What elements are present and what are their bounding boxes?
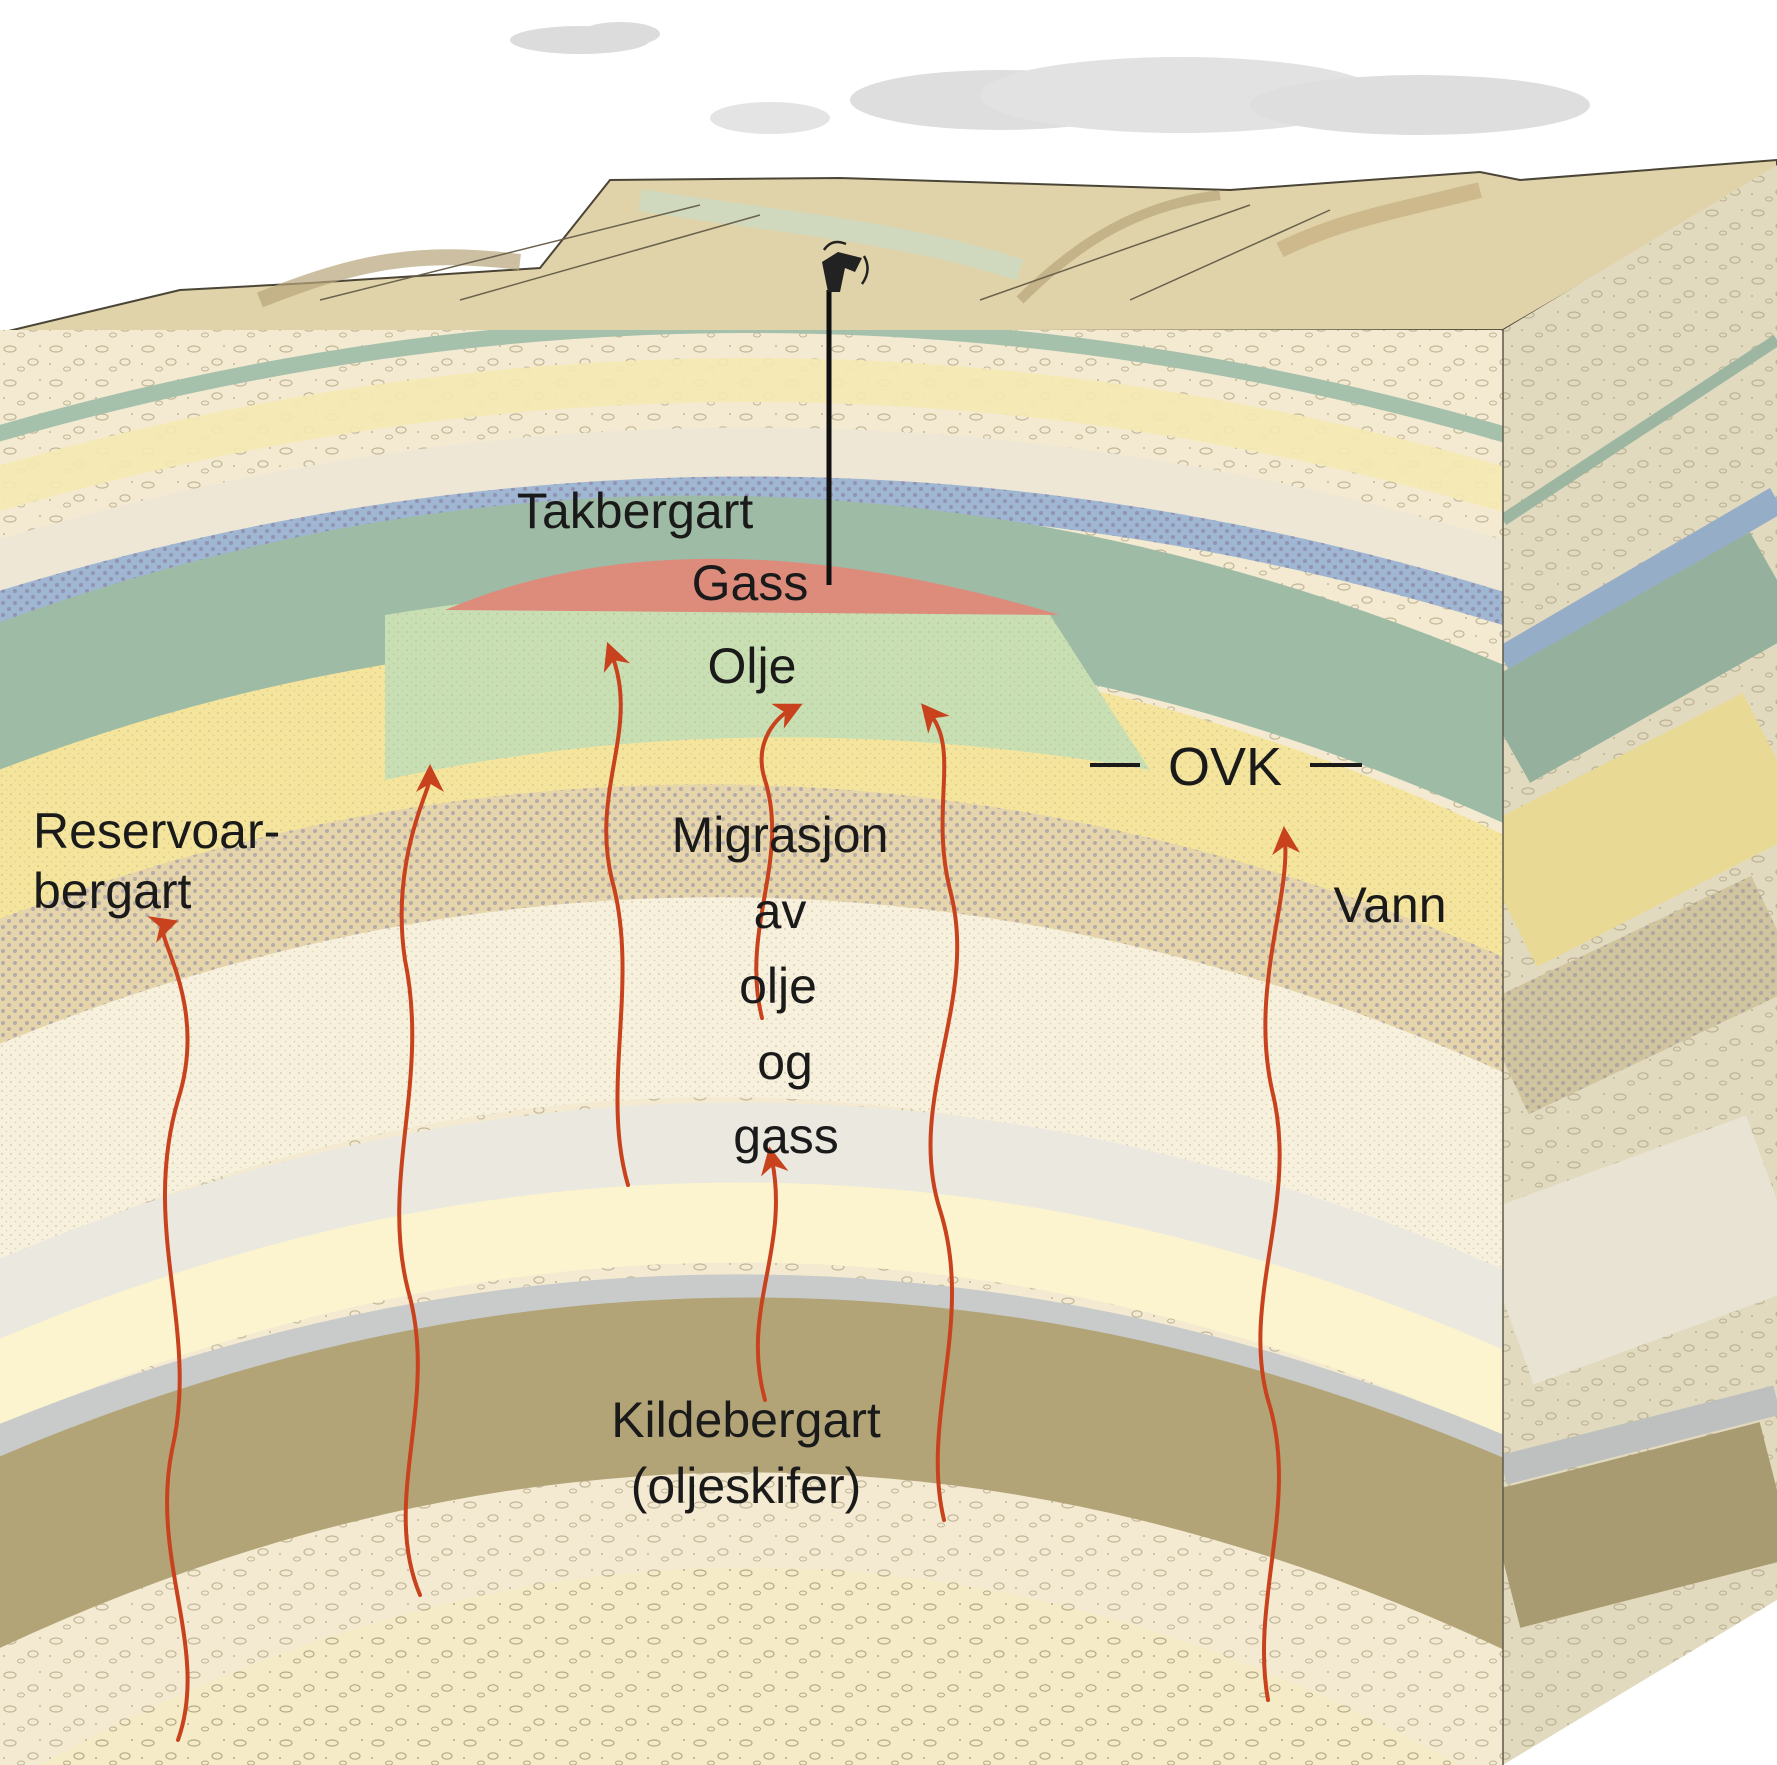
migration-arrow-icon bbox=[603, 641, 631, 1187]
migration-label-5: gass bbox=[733, 1108, 839, 1164]
migration-arrow-icon bbox=[397, 764, 444, 1597]
reservoir-label-line1: Reservoar- bbox=[33, 803, 280, 859]
migration-label-2: av bbox=[754, 883, 807, 939]
oil-well-icon bbox=[822, 240, 869, 585]
land-surface bbox=[0, 158, 1777, 334]
migration-arrow-icon bbox=[754, 703, 803, 1020]
caprock-label: Takbergart bbox=[517, 483, 753, 539]
source-label-line2: (oljeskifer) bbox=[631, 1458, 862, 1514]
gas-label: Gass bbox=[692, 555, 809, 611]
owc-label: OVK bbox=[1168, 737, 1282, 797]
reservoir-label-line2: bergart bbox=[33, 863, 192, 919]
migration-arrows bbox=[147, 641, 1301, 1742]
water-label: Vann bbox=[1333, 877, 1446, 933]
migration-arrow-icon bbox=[921, 703, 960, 1522]
source-label-line1: Kildebergart bbox=[611, 1392, 881, 1448]
side-cross-section bbox=[1503, 165, 1777, 1765]
oil-label: Olje bbox=[708, 638, 797, 694]
cloud-icon bbox=[510, 22, 1590, 135]
migration-arrow-icon bbox=[1258, 826, 1301, 1702]
migration-label-1: Migrasjon bbox=[672, 807, 889, 863]
migration-arrow-icon bbox=[755, 1146, 789, 1402]
migration-arrow-icon bbox=[147, 916, 190, 1742]
migration-label-3: olje bbox=[739, 958, 817, 1014]
front-cross-section bbox=[0, 330, 1503, 1765]
migration-label-4: og bbox=[757, 1034, 813, 1090]
